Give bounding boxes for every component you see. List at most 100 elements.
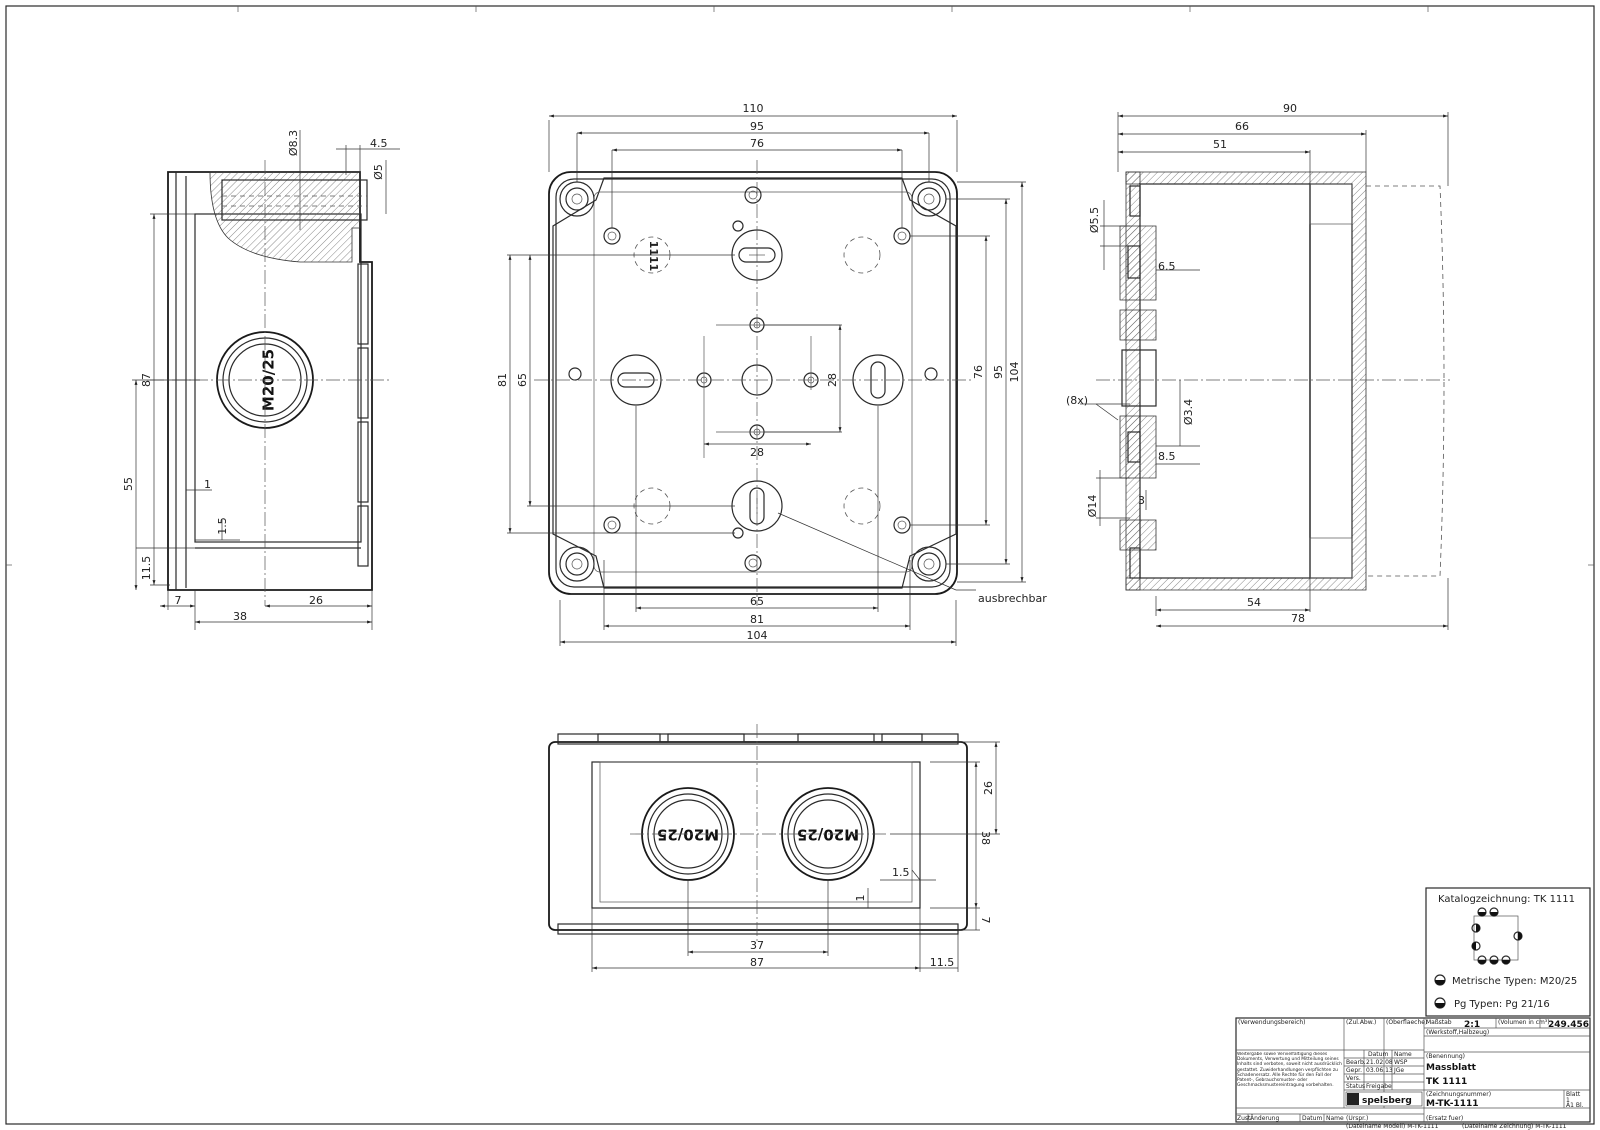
dim-65-left: 65 [516,373,529,387]
front-right-dims [764,181,1026,583]
tb-zeichnungsnummer-label: (Zeichnungsnummer) [1426,1091,1491,1098]
dim-3: 3 [1138,494,1145,507]
tb-blatt-fmt: A1 Bl. [1566,1102,1584,1109]
tb-ersatz: (Ersatz fuer) [1426,1115,1463,1122]
tb-bearb: Bearb. [1346,1059,1366,1066]
tb-dateiname-zeichnung: (Dateiname Zeichnung) M-TK-1111 [1462,1123,1567,1130]
bottom-dims [591,741,1000,972]
dim-81-bottom: 81 [750,613,764,626]
tb-name-label: Name [1394,1051,1412,1058]
tb-zeichnungsnummer: M-TK-1111 [1426,1099,1478,1109]
tb-werkstoff: (Werkstoff,Halbzeug) [1426,1029,1489,1036]
tb-volumen: 249.456 [1548,1020,1589,1030]
dim-65-bottom: 65 [750,595,764,608]
left-inner-panel [194,213,362,543]
dim-37: 37 [750,939,764,952]
dim-15-bottom: 1.5 [892,866,910,879]
dim-d5: Ø5 [372,164,385,180]
dim-66: 66 [1235,120,1249,133]
left-lid-section [209,171,361,263]
bottom-body [548,741,968,931]
dim-76-right: 76 [972,365,985,379]
model-label: 1111 [647,241,660,272]
tb-company: spelsberg [1362,1096,1412,1106]
dim-115-bottom: 11.5 [930,956,955,969]
front-top-dims [548,114,958,228]
tb-dateiname-modell: (Dateiname Modell) M-TK-1111 [1346,1123,1439,1130]
front-inner-rim [555,178,951,588]
left-dims [132,130,400,630]
right-lid-inner [1139,183,1311,579]
tb-status: Status [1346,1083,1365,1090]
dim-78: 78 [1291,612,1305,625]
dim-45: 4.5 [370,137,388,150]
tb-volumen-label: (Volumen in cm³) [1498,1019,1550,1026]
dim-28-horiz: 28 [750,446,764,459]
tb-vers: Vers. [1346,1075,1361,1082]
tb-massstab-label: Maßstab [1426,1019,1452,1026]
dim-1-bottom: 1 [854,895,867,902]
katalog-title: Katalogzeichnung: TK 1111 [1438,894,1575,905]
tb-bearb-date: 21.02.08 [1366,1059,1393,1066]
dim-90: 90 [1283,102,1297,115]
dim-104-right: 104 [1008,362,1021,383]
front-view: 1111 110 95 76 81 65 [496,102,1047,646]
front-recess [593,191,913,573]
tb-freigabe: Freigabe [1366,1083,1392,1090]
tb-gepr-name: JGe [1393,1067,1404,1074]
front-inner-floor [552,177,957,589]
tb-urspr: (Urspr.) [1346,1115,1368,1122]
border-ticks [6,6,1594,566]
tb-blatt-label: Blatt [1566,1091,1581,1098]
dim-65-right: 6.5 [1158,260,1176,273]
tb-oberflaeche: (Oberflaeche) [1386,1019,1427,1026]
dim-15-left: 1.5 [216,517,229,535]
katalog-metric: Metrische Typen: M20/25 [1452,976,1577,987]
dim-95-top: 95 [750,120,764,133]
tb-name2: Name [1326,1115,1344,1122]
dim-85: 8.5 [1158,450,1176,463]
mounting-holes [568,186,938,572]
dim-1-left: 1 [204,478,211,491]
tb-benennung-label: (Benennung) [1426,1053,1465,1060]
bottom-gland-label-2: M20/25 [797,826,859,844]
dim-54: 54 [1247,596,1261,609]
dim-76-top: 76 [750,137,764,150]
katalog-symbols [1434,907,1523,1009]
dim-38-bottom: 38 [979,831,992,845]
katalog-pg: Pg Typen: Pg 21/16 [1454,999,1550,1010]
breakout-label: ausbrechbar [978,592,1047,605]
corner-screw-br [911,546,947,582]
dim-26-left: 26 [309,594,323,607]
dim-95-right: 95 [992,365,1005,379]
tb-benennung: Massblatt [1426,1063,1477,1073]
tb-aenderung: Änderung [1250,1115,1279,1122]
dim-110: 110 [743,102,764,115]
tb-datum2: Datum [1302,1115,1322,1122]
dim-115: 11.5 [140,556,153,581]
right-dims [1080,112,1449,630]
right-body-section [1125,171,1367,591]
tb-verwendungsbereich: (Verwendungsbereich) [1238,1019,1306,1026]
dim-7-bottom: 7 [979,917,992,924]
front-bottom-dims [559,406,957,646]
tb-massstab: 2:1 [1464,1020,1480,1030]
dim-8x: (8x) [1066,394,1088,407]
tb-gepr-date: 03.06.13 [1366,1067,1393,1074]
dim-d34: Ø3.4 [1182,399,1195,425]
dim-7-left: 7 [175,594,182,607]
title-block: (Verwendungsbereich) (Zul.Abw.) (Oberfla… [1235,1017,1591,1130]
tb-bearb-name: WSP [1394,1059,1408,1066]
left-side-tabs [357,263,369,567]
dim-55: 55 [122,477,135,491]
dim-28-vert: 28 [826,373,839,387]
bottom-gland-label-1: M20/25 [657,826,719,844]
dim-81-left: 81 [496,373,509,387]
dim-26-bottom: 26 [982,781,995,795]
corner-screw-bl [559,546,595,582]
dim-d55: Ø5.5 [1088,207,1101,233]
dim-d83: Ø8.3 [287,130,300,156]
front-left-dims [507,254,735,534]
dim-51: 51 [1213,138,1227,151]
